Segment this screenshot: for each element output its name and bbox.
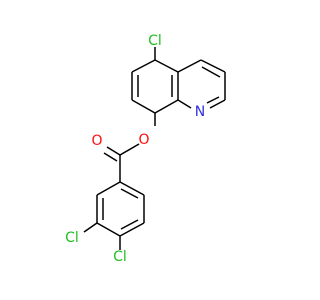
atom-label-o-carbonyl: O <box>91 133 102 149</box>
bond-c3-c2 <box>200 59 226 73</box>
bond-c1-n-inner <box>206 96 220 104</box>
bond-a1-a2 <box>96 181 121 196</box>
bond-c1-n <box>209 99 226 109</box>
ester-linkage <box>103 143 140 182</box>
atom-label-cl-top: Cl <box>148 33 162 49</box>
bond-carbonyl-double-outer <box>106 146 121 156</box>
bond-c5-c7 <box>131 59 156 73</box>
canvas-background <box>0 0 300 300</box>
atom-label-o-ester-single: O <box>138 132 149 148</box>
bond-c3-c2-inner <box>201 66 221 78</box>
bond-n-c8a <box>177 99 192 109</box>
bond-c8a-c4a <box>154 99 179 114</box>
atom-label-cl-para: Cl <box>113 249 127 265</box>
bond-c4-c3 <box>177 59 202 73</box>
bond-a4-a5-inner <box>120 219 139 230</box>
chemical-structure-diagram: Cl N O O Cl Cl <box>0 0 300 300</box>
atom-label-cl-meta: Cl <box>65 230 79 246</box>
quinoline-core <box>131 47 226 126</box>
bond-o-carbonyl-carbon <box>119 143 140 156</box>
dichlorophenyl-ring <box>83 181 145 250</box>
bond-c5-c4a <box>154 59 179 73</box>
bond-a6-a1 <box>119 181 145 196</box>
atom-labels: Cl N O O Cl Cl <box>65 33 205 265</box>
bond-a3-a4 <box>96 222 121 237</box>
bond-a3-cl-meta <box>83 222 98 233</box>
bond-a6-a1-inner <box>120 188 139 199</box>
atom-label-n-ring: N <box>195 104 205 120</box>
bond-a4-a5 <box>119 222 145 237</box>
bond-c8-c8a <box>131 99 156 114</box>
bond-carbonyl-double-inner <box>103 152 118 162</box>
